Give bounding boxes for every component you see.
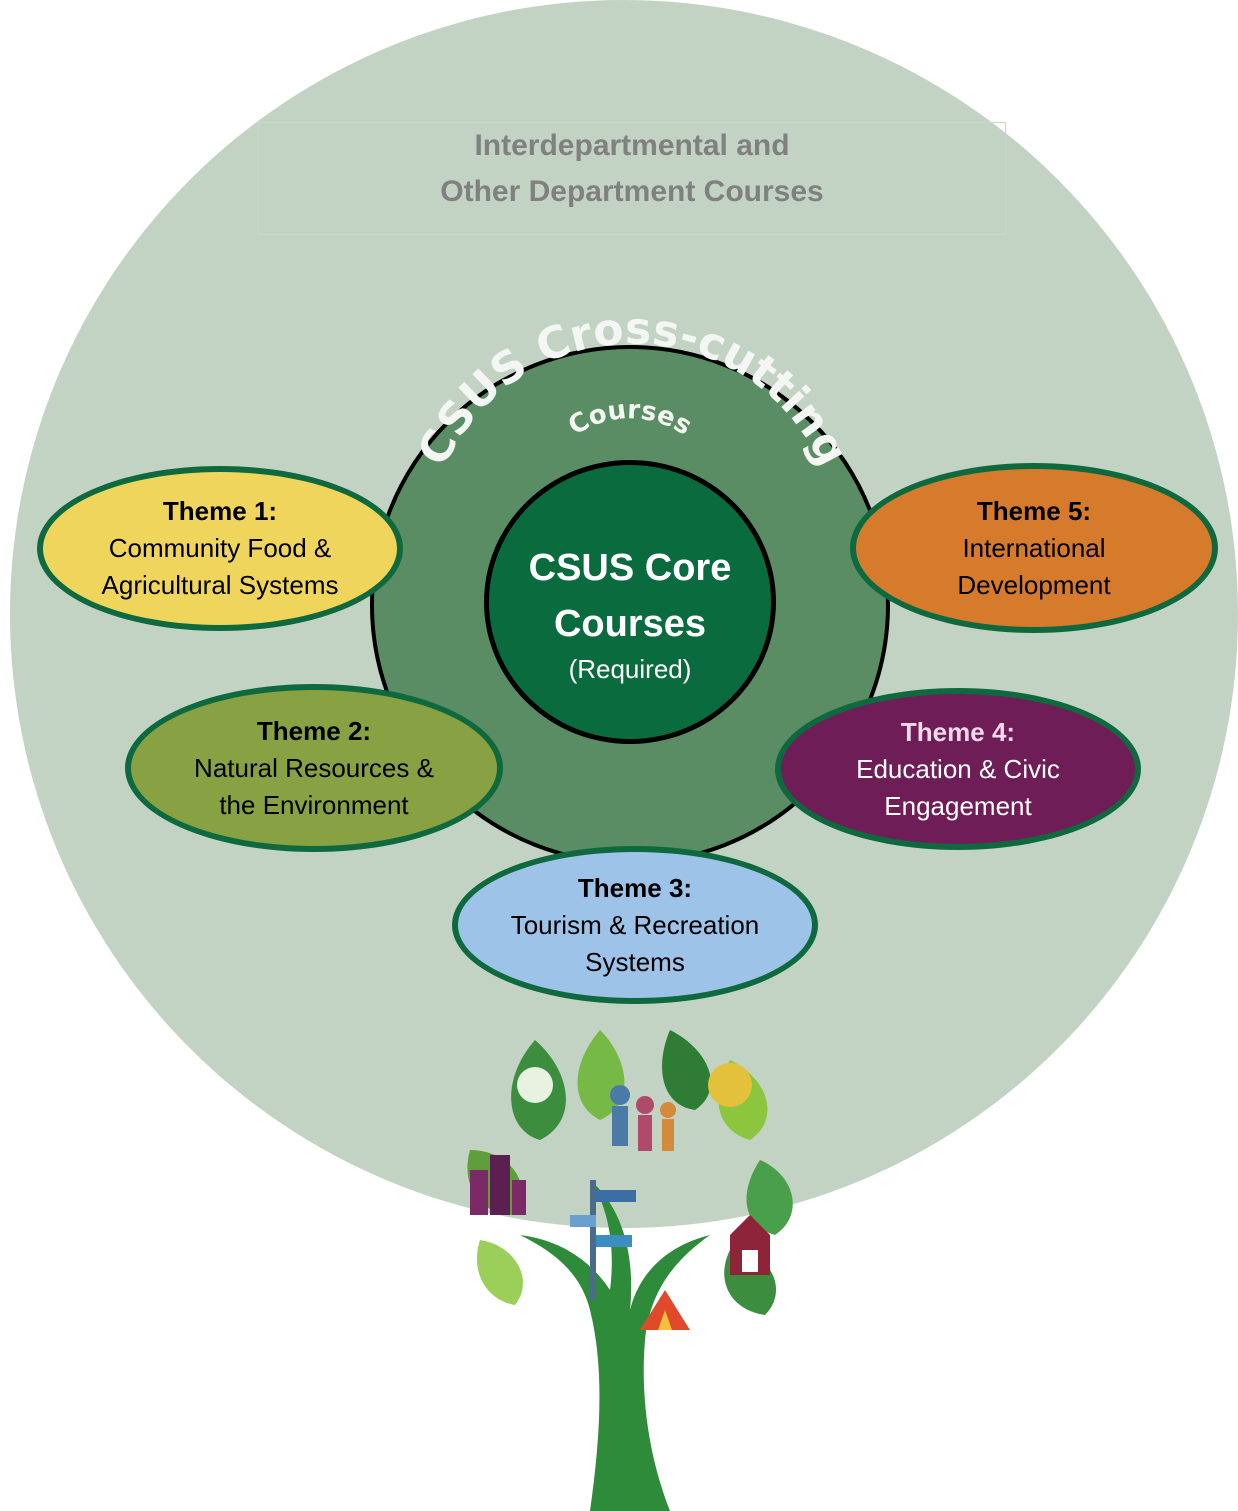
outer-title-line1: Interdepartmental and (474, 129, 790, 162)
leaf-icon (746, 1160, 793, 1235)
theme-5-line2: Development (957, 569, 1111, 600)
theme-3-line2: Systems (585, 946, 685, 977)
city-icon (470, 1155, 526, 1215)
trunk-icon (520, 1180, 710, 1511)
people-icon (610, 1085, 676, 1151)
theme-2-title: Theme 2: (256, 715, 372, 746)
theme-1-line2: Agricultural Systems (101, 570, 339, 600)
theme-3-ellipse: Theme 3: Tourism & Recreation Systems (452, 846, 818, 1004)
theme-2-line1: Natural Resources & (194, 752, 434, 783)
leaf-icon (476, 1240, 523, 1305)
recycle-icon (517, 1067, 553, 1103)
theme-5-ellipse: Theme 5: International Development (850, 463, 1218, 633)
core-text: CSUS Core Courses (Required) (484, 540, 776, 686)
theme-4-ellipse: Theme 4: Education & Civic Engagement (775, 688, 1141, 850)
signpost-icon (570, 1180, 636, 1300)
leaf-icon (662, 1030, 711, 1110)
tree-illustration (467, 1030, 793, 1511)
ring-sublabel: Courses (563, 395, 696, 441)
barn-icon (730, 1215, 770, 1275)
theme-3-line1: Tourism & Recreation (510, 909, 760, 940)
theme-1-ellipse: Theme 1: Community Food & Agricultural S… (37, 466, 403, 631)
theme-4-line2: Engagement (884, 790, 1032, 821)
core-circle (484, 460, 776, 744)
core-title-line2: Courses (553, 603, 707, 645)
theme-5-line1: International (962, 532, 1106, 563)
theme-3-title: Theme 3: (577, 872, 693, 903)
theme-2-ellipse: Theme 2: Natural Resources & the Environ… (125, 684, 503, 852)
core-subtitle: (Required) (568, 654, 692, 684)
theme-4-line1: Education & Civic (856, 753, 1060, 784)
theme-5-title: Theme 5: (976, 495, 1092, 526)
sun-icon (708, 1063, 752, 1107)
ring-label: CSUS Cross-cutting (408, 303, 858, 473)
tent-icon (640, 1290, 690, 1330)
core-title-line1: CSUS Core (528, 547, 732, 589)
theme-4-title: Theme 4: (900, 716, 1016, 747)
outer-title: Interdepartmental and Other Department C… (258, 122, 1006, 235)
theme-1-line1: Community Food & (108, 533, 332, 563)
outer-title-line2: Other Department Courses (440, 175, 824, 208)
theme-2-line2: the Environment (219, 789, 409, 820)
theme-1-title: Theme 1: (162, 496, 278, 526)
